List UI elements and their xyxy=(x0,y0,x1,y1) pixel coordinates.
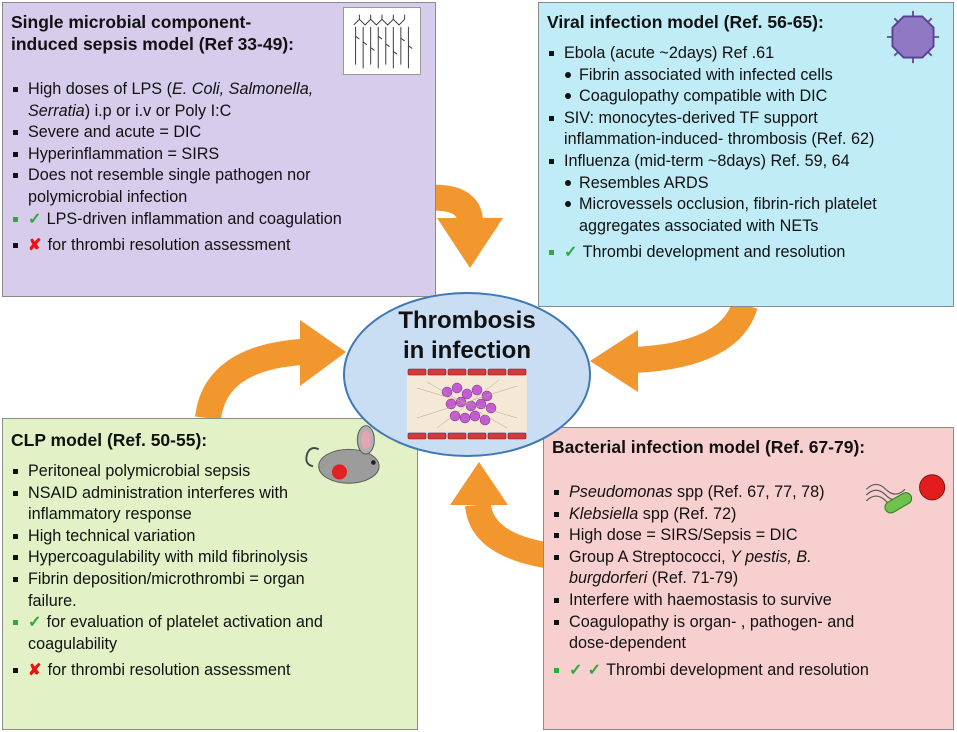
list-item: Pseudomonas spp (Ref. 67, 77, 78) xyxy=(554,482,949,504)
list-item: ✓LPS-driven inflammation and coagulation xyxy=(13,209,433,231)
list-item: Klebsiella spp (Ref. 72) xyxy=(554,504,949,526)
list-item: Severe and acute = DIC xyxy=(13,122,433,144)
cross-icon: ✘ xyxy=(28,661,42,680)
viral-title: Viral infection model (Ref. 56-65): xyxy=(547,12,824,32)
list-item: Ebola (acute ~2days) Ref .61 xyxy=(549,43,949,65)
list-item: Hypercoagulability with mild fibrinolysi… xyxy=(13,547,413,569)
center-title-line2: in infection xyxy=(403,337,531,364)
list-item: High doses of LPS (E. Coli, Salmonella, … xyxy=(13,79,433,122)
list-item: ✘for thrombi resolution assessment xyxy=(13,660,413,682)
center-title-line1: Thrombosis xyxy=(398,307,536,334)
arrowhead-bottom-right xyxy=(450,462,508,505)
virus-icon xyxy=(886,10,940,64)
list-item: ✘for thrombi resolution assessment xyxy=(13,235,433,257)
clp-list: Peritoneal polymicrobial sepsis NSAID ad… xyxy=(13,461,413,682)
blood-vessel-thrombus-icon xyxy=(407,368,527,440)
clp-title: CLP model (Ref. 50-55): xyxy=(11,430,208,450)
list-item: High technical variation xyxy=(13,526,413,548)
single-component-sepsis-box: Single microbial component- induced seps… xyxy=(2,2,436,297)
list-item: ✓✓Thrombi development and resolution xyxy=(554,660,949,682)
single-component-title: Single microbial component- induced seps… xyxy=(11,12,294,54)
list-item: ✓for evaluation of platelet activation a… xyxy=(13,612,413,655)
arrowhead-top-left xyxy=(437,218,503,268)
mouse-icon xyxy=(305,425,380,484)
viral-list: Ebola (acute ~2days) Ref .61 Fibrin asso… xyxy=(549,43,949,264)
single-component-list: High doses of LPS (E. Coli, Salmonella, … xyxy=(13,79,433,257)
viral-infection-box: Viral infection model (Ref. 56-65): Ebol… xyxy=(538,2,954,307)
list-item: Hyperinflammation = SIRS xyxy=(13,144,433,166)
list-item: Microvessels occlusion, fibrin-rich plat… xyxy=(549,194,949,237)
list-item: Fibrin associated with infected cells xyxy=(549,65,949,87)
cross-icon: ✘ xyxy=(28,236,42,255)
list-item: Group A Streptococci, Y pestis, B. burgd… xyxy=(554,547,949,590)
check-icon: ✓ xyxy=(569,660,583,679)
check-icon: ✓ xyxy=(587,660,602,679)
list-item: Interfere with haemostasis to survive xyxy=(554,590,949,612)
list-item: Coagulopathy compatible with DIC xyxy=(549,86,949,108)
check-icon: ✓ xyxy=(28,209,42,228)
bacterial-list: Pseudomonas spp (Ref. 67, 77, 78) Klebsi… xyxy=(554,482,949,681)
check-icon: ✓ xyxy=(28,613,42,632)
thrombosis-center-ellipse: Thrombosis in infection xyxy=(343,292,591,457)
list-item: Influenza (mid-term ~8days) Ref. 59, 64 xyxy=(549,151,949,173)
check-icon: ✓ xyxy=(564,243,578,262)
bacterial-title: Bacterial infection model (Ref. 67-79): xyxy=(552,437,866,457)
lps-molecule-icon xyxy=(343,7,421,75)
bacterium-icon xyxy=(865,474,946,514)
list-item: High dose = SIRS/Sepsis = DIC xyxy=(554,525,949,547)
list-item: ✓Thrombi development and resolution xyxy=(549,242,949,264)
clp-model-box: CLP model (Ref. 50-55): Peritoneal polym… xyxy=(2,418,418,730)
arrowhead-top-right xyxy=(590,330,638,392)
arrowhead-bottom-left xyxy=(300,320,346,386)
bacterial-infection-box: Bacterial infection model (Ref. 67-79): … xyxy=(543,427,954,730)
arrow-bottom-left xyxy=(195,339,304,421)
arrow-top-right xyxy=(634,300,758,373)
list-item: Peritoneal polymicrobial sepsis xyxy=(13,461,413,483)
list-item: Resembles ARDS xyxy=(549,173,949,195)
